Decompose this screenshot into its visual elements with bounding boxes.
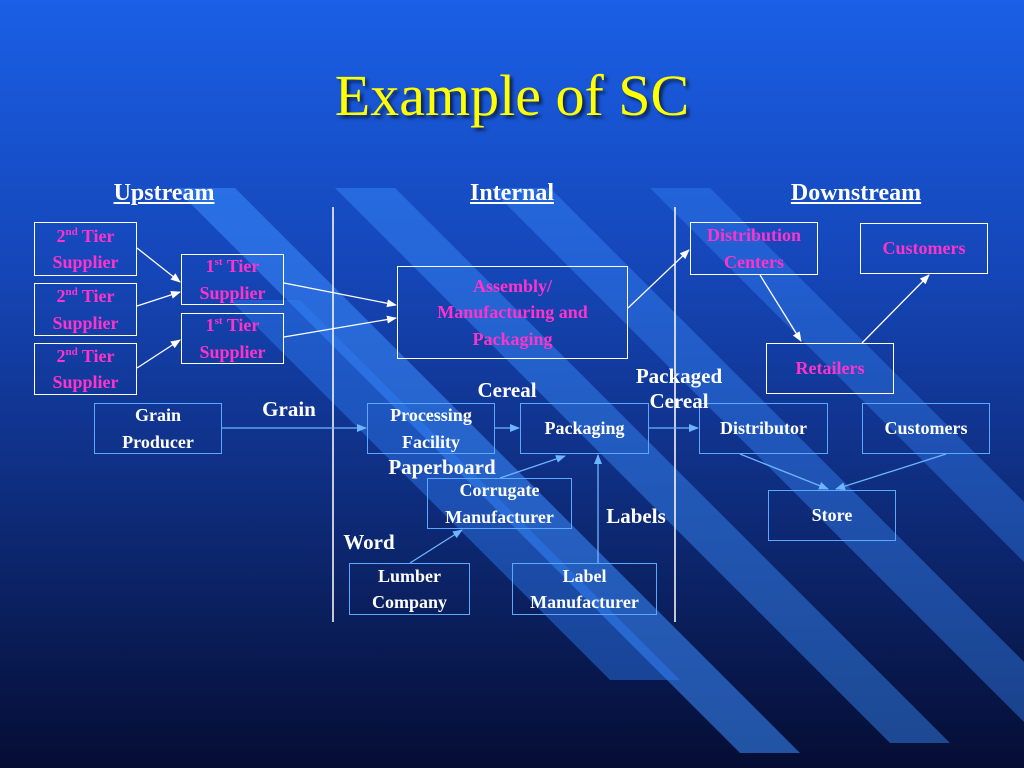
tier-word: Tier — [77, 345, 115, 366]
page-title: Example of SC — [334, 63, 690, 128]
tier-suffix: nd — [65, 286, 78, 299]
store-label: Store — [811, 505, 853, 526]
arrow-distributor-store — [739, 453, 829, 490]
arrow-customers-store — [835, 453, 947, 491]
arrow-lumber-corrugate — [409, 529, 463, 564]
tier-word: Tier — [77, 286, 115, 307]
packaging-box: Packaging — [520, 403, 649, 454]
flow-label-grain: Grain — [262, 397, 316, 421]
tier-number: 2 — [56, 286, 66, 307]
arrow-tier1b-assembly — [283, 315, 397, 338]
grain-producer-line: Producer — [122, 431, 194, 452]
tier-suffix: st — [214, 256, 223, 269]
section-internal: Internal — [470, 180, 554, 206]
supplier-word: Supplier — [52, 312, 119, 333]
assembly-line: Manufacturing and — [437, 302, 588, 323]
tier-number: 1 — [205, 315, 215, 336]
arrow-tier2b-tier1a — [136, 290, 181, 307]
tier-word: Tier — [77, 225, 115, 246]
packaging-label: Packaging — [544, 418, 625, 439]
arrow-tier1a-assembly — [283, 282, 397, 308]
customers-box-bottom: Customers — [862, 403, 990, 454]
packaged-cereal-line: Packaged — [635, 364, 723, 388]
section-downstream: Downstream — [790, 180, 922, 206]
processing-line: Processing — [390, 405, 472, 426]
arrow-corrugate-packaging — [499, 455, 566, 479]
supplier-word: Supplier — [199, 341, 266, 362]
corrugate-line: Corrugate — [459, 480, 540, 501]
packaged-cereal-line: Cereal — [649, 389, 709, 414]
section-upstream: Upstream — [113, 180, 215, 206]
assembly-line: Packaging — [472, 328, 553, 349]
corrugate-line: Manufacturer — [445, 506, 554, 527]
supplier-word: Supplier — [199, 282, 266, 303]
arrow-tier2c-tier1b — [136, 339, 181, 369]
tier-word: Tier — [222, 315, 260, 336]
distribution-line: Centers — [724, 251, 784, 272]
tier-number: 2 — [56, 345, 66, 366]
distributor-label: Distributor — [720, 418, 807, 439]
assembly-line: Assembly/ — [472, 276, 552, 297]
arrow-distribution-retailers — [759, 274, 802, 342]
tier-suffix: nd — [65, 225, 78, 238]
tier-number: 2 — [56, 225, 66, 246]
supplier-word: Supplier — [52, 252, 119, 272]
flow-label-cereal: Cereal — [477, 378, 537, 402]
flow-label-labels: Labels — [606, 504, 666, 528]
tier-number: 1 — [205, 256, 215, 277]
tier-suffix: st — [214, 315, 223, 328]
tier-suffix: nd — [65, 345, 78, 358]
retailers-box: Retailers — [766, 343, 894, 394]
processing-line: Facility — [402, 431, 460, 452]
flow-label-word: Word — [343, 530, 395, 554]
grain-producer-line: Grain — [134, 405, 181, 426]
lumber-line: Company — [371, 592, 447, 612]
customers-label: Customers — [882, 238, 966, 259]
distribution-line: Distribution — [706, 225, 802, 246]
arrow-tier2a-tier1a — [136, 247, 181, 283]
lumber-line: Lumber — [377, 565, 441, 586]
arrow-assembly-distribution — [627, 249, 690, 309]
distributor-box: Distributor — [699, 403, 828, 454]
supplier-word: Supplier — [52, 372, 119, 392]
label-manufacturer-line: Label — [562, 565, 607, 586]
tier-word: Tier — [222, 256, 260, 277]
store-box: Store — [768, 490, 896, 541]
retailers-label: Retailers — [795, 358, 865, 379]
arrow-retailers-customers — [861, 274, 930, 344]
flow-label-paperboard: Paperboard — [388, 455, 496, 479]
customers-label: Customers — [884, 418, 968, 439]
customers-box: Customers — [860, 223, 988, 274]
label-manufacturer-line: Manufacturer — [530, 592, 639, 612]
